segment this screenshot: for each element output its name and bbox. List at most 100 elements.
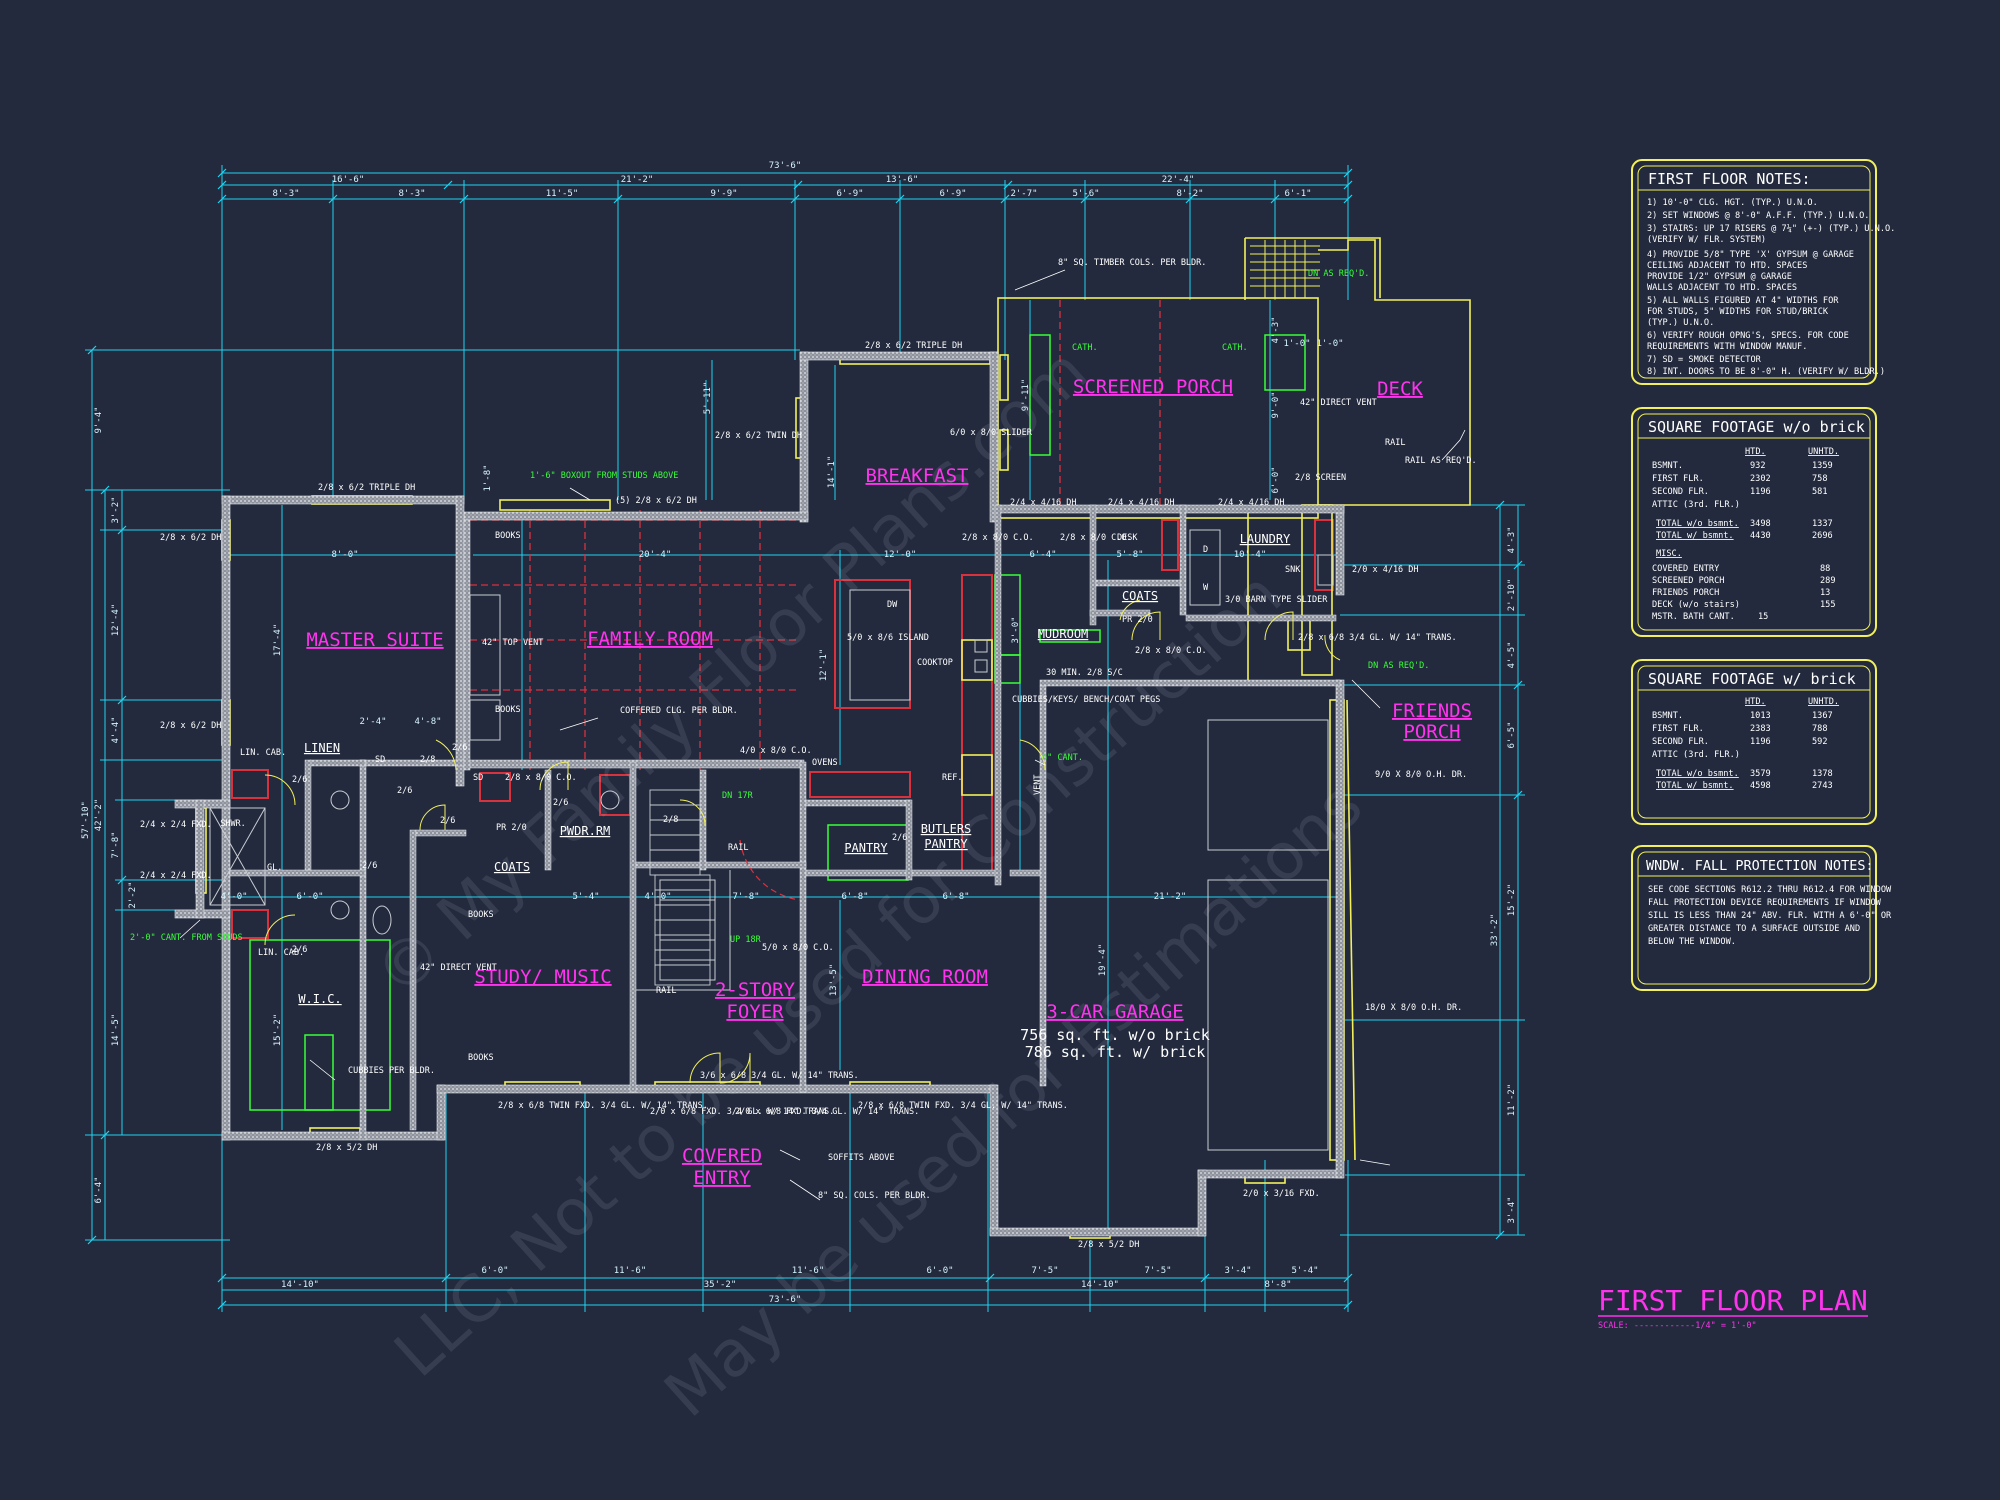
- callout-pr: PR 2/0: [496, 823, 527, 833]
- col-unhtd: UNHTD.: [1808, 447, 1839, 457]
- row-htd: 1196: [1750, 737, 1771, 747]
- room-labels: MASTER SUITE FAMILY ROOM BREAKFAST SCREE…: [220, 376, 1472, 1189]
- dim-top: 2'-7": [1010, 189, 1037, 199]
- row-htd: 2302: [1750, 474, 1771, 484]
- drawing-title: FIRST FLOOR PLAN SCALE: ------------1/4"…: [1598, 1284, 1868, 1331]
- callout-fxd: 2/0 x 3/16 FXD.: [1243, 1189, 1320, 1199]
- dim-left: 9'-4": [94, 406, 104, 433]
- dim-top: 13'-6": [886, 175, 919, 185]
- callout-dn: DN AS REQ'D.: [1308, 269, 1369, 279]
- room-family-room: FAMILY ROOM: [587, 628, 713, 650]
- callout-island: 5/0 x 8/6 ISLAND: [847, 633, 929, 643]
- fall-line: GREATER DISTANCE TO A SURFACE OUTSIDE AN…: [1648, 924, 1860, 934]
- callout-cant: 2'-0" CANT. FROM STUDS: [130, 933, 243, 943]
- misc-value: 289: [1820, 576, 1836, 586]
- callout-co: 2/8 x 8/0 C.O.: [1135, 646, 1207, 656]
- misc-row: COVERED ENTRY: [1652, 564, 1720, 574]
- row-htd: 4430: [1750, 531, 1771, 541]
- garage-area-brick: 786 sq. ft. w/ brick: [1025, 1043, 1206, 1061]
- callout-window: 2/8 x 6/2 TRIPLE DH: [865, 341, 962, 351]
- dim-top: 8'-2": [1176, 189, 1203, 199]
- room-covered-entry: ENTRY: [693, 1167, 751, 1189]
- callout-door: 2/6: [292, 775, 307, 785]
- note-line: PROVIDE 1/2" GYPSUM @ GARAGE: [1647, 272, 1792, 282]
- callout-timber: 8" SQ. TIMBER COLS. PER BLDR.: [1058, 258, 1206, 268]
- callout-slider: 6/0 x 8/0 SLIDER: [950, 428, 1033, 438]
- callout-smoke: SD: [473, 773, 483, 783]
- stairs-deck: [1250, 240, 1320, 298]
- row-label: ATTIC (3rd. FLR.): [1652, 750, 1740, 760]
- dim-interior: 6'-8": [841, 892, 868, 902]
- room-mudroom: MUDROOM: [1038, 627, 1089, 641]
- dim-interior: 20'-4": [639, 550, 672, 560]
- callout-lin-cab: LIN. CAB.: [240, 748, 286, 758]
- callout-coffered: COFFERED CLG. PER BLDR.: [620, 706, 738, 716]
- dim-bottom: 6'-0": [926, 1266, 953, 1276]
- callout-door: 2/6: [452, 743, 467, 753]
- callout-window: 2/8 x 6/2 TWIN DH: [715, 431, 802, 441]
- dim-left: 3'-2": [111, 496, 121, 523]
- dim-left: 4'-4": [111, 716, 121, 743]
- row-unhtd: 788: [1812, 724, 1828, 734]
- dim-bottom: 11'-6": [614, 1266, 647, 1276]
- callout-door: 2/8: [663, 815, 678, 825]
- dim-interior: 9'-0": [1271, 391, 1281, 418]
- callout-trans-door: 2/8 x 6/8 3/4 GL. W/ 14" TRANS.: [1298, 633, 1457, 643]
- fall-line: BELOW THE WINDOW.: [1648, 937, 1736, 947]
- callout-cols: 8" SQ. COLS. PER BLDR.: [818, 1191, 931, 1201]
- dim-interior: 5'-8": [1116, 550, 1143, 560]
- fall-line: SILL IS LESS THAN 24" ABV. FLR. WITH A 6…: [1648, 911, 1892, 921]
- misc-value: 15: [1758, 612, 1768, 622]
- dim-right: 11'-2": [1507, 1084, 1517, 1117]
- dim-right: 4'-5": [1507, 641, 1517, 668]
- row-label: SECOND FLR.: [1652, 737, 1709, 747]
- row-htd: 932: [1750, 461, 1766, 471]
- callout-smoke: SD: [375, 755, 385, 765]
- dim-top: 16'-6": [332, 175, 365, 185]
- dim-bottom: 5'-4": [1291, 1266, 1318, 1276]
- callout-glass: GL.: [267, 863, 282, 873]
- misc-row: MSTR. BATH CANT.: [1652, 612, 1735, 622]
- dim-bottom: 7'-5": [1144, 1266, 1171, 1276]
- row-label: BSMNT.: [1652, 461, 1683, 471]
- dim-right: 6'-5": [1507, 721, 1517, 748]
- interior-walls: [229, 504, 1341, 1141]
- misc-label: MISC.: [1656, 549, 1682, 559]
- dim-interior: 1'-0": [1316, 339, 1343, 349]
- dim-left: 14'-5": [111, 1014, 121, 1047]
- room-dining: DINING ROOM: [862, 966, 988, 988]
- row-unhtd: 1359: [1812, 461, 1833, 471]
- foyer-stairs: [649, 789, 711, 986]
- callout-window: 2/4 x 4/16 DH: [1218, 498, 1285, 508]
- callout-dryer: D: [1203, 545, 1208, 555]
- callout-co: 2/8 x 8/0 C.O.: [1060, 533, 1132, 543]
- row-label: TOTAL w/o bsmnt.: [1656, 519, 1739, 529]
- note-line: CEILING ADJACENT TO HTD. SPACES: [1647, 261, 1807, 271]
- sqft-no-brick-title: SQUARE FOOTAGE w/o brick: [1648, 418, 1865, 436]
- callout-up: UP 18R: [730, 935, 762, 945]
- callout-ohd: 9/0 X 8/0 O.H. DR.: [1375, 770, 1467, 780]
- callout-door: 2/6: [553, 798, 568, 808]
- callout-window: (5) 2/8 x 6/2 DH: [615, 496, 697, 506]
- dim-interior: 1'-8": [483, 464, 493, 491]
- note-line: 3) STAIRS: UP 17 RISERS @ 7¼" (+-) (TYP.…: [1647, 224, 1895, 234]
- dim-interior: 4'-3": [1271, 316, 1281, 343]
- room-foyer: 2-STORY: [715, 979, 796, 1001]
- dim-top: 5'-6": [1072, 189, 1099, 199]
- dim-interior: 12'-1": [819, 649, 829, 682]
- dim-interior: 3'-0": [1011, 616, 1021, 643]
- row-label: TOTAL w/ bsmnt.: [1656, 781, 1734, 791]
- dimension-lines: [85, 165, 1525, 1312]
- col-htd: HTD.: [1745, 697, 1766, 707]
- dim-interior: 4'-0": [644, 892, 671, 902]
- row-htd: 2383: [1750, 724, 1771, 734]
- room-butlers-pantry: BUTLERS: [921, 822, 972, 836]
- sqft-brick-title: SQUARE FOOTAGE w/ brick: [1648, 670, 1856, 688]
- callouts: 2/8 x 6/2 TRIPLE DH 2/8 x 6/2 TRIPLE DH …: [130, 258, 1477, 1250]
- callout-window: 2/8 x 6/2 DH: [160, 533, 221, 543]
- callout-twin-fxd: 2/8 x 6/8 TWIN FXD. 3/4 GL. W/ 14" TRANS…: [498, 1101, 708, 1111]
- misc-row: SCREENED PORCH: [1652, 576, 1724, 586]
- room-foyer: FOYER: [726, 1001, 784, 1023]
- row-unhtd: 1367: [1812, 711, 1833, 721]
- note-line: 5) ALL WALLS FIGURED AT 4" WIDTHS FOR: [1647, 296, 1839, 306]
